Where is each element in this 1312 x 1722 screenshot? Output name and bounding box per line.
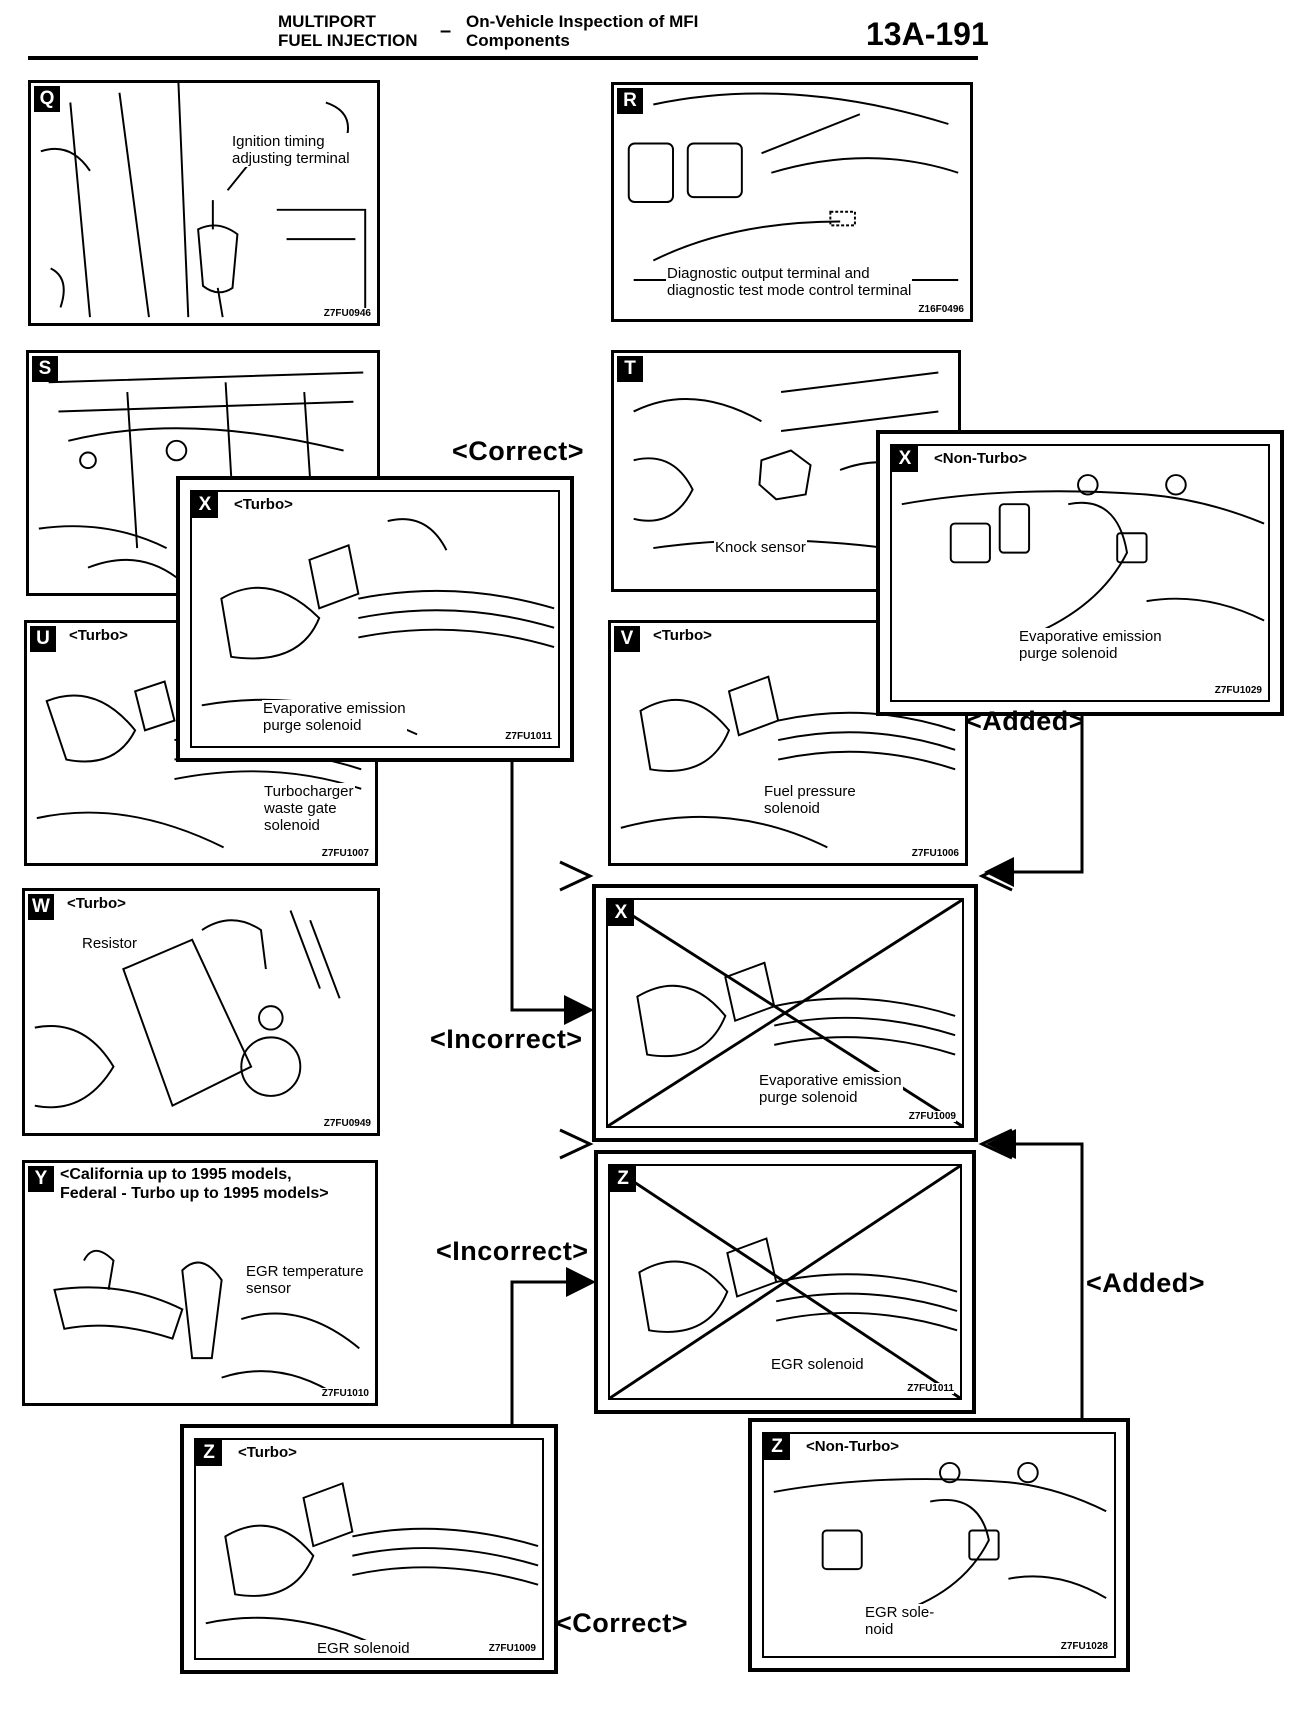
- figure-z-nonturbo-illustration: [773, 1461, 1107, 1619]
- figure-letter-z-old: Z: [610, 1166, 636, 1192]
- bracket-z-old-left: [559, 1128, 594, 1160]
- figure-x-turbo-subtitle: <Turbo>: [232, 496, 295, 513]
- figure-v-subtitle: <Turbo>: [651, 627, 714, 644]
- figure-x-turbo-code: Z7FU1011: [505, 731, 552, 742]
- figure-z-old-code: Z7FU1011: [907, 1383, 954, 1394]
- section-title-line1: MULTIPORT: [278, 12, 376, 31]
- figure-x-old-crossed: X Evaporative emission purge solenoid Z7…: [592, 884, 978, 1142]
- figure-y-title: <California up to 1995 models, Federal -…: [59, 1165, 330, 1203]
- figure-w-label: Resistor: [81, 935, 139, 952]
- figure-x-old-illustration: [608, 900, 962, 1126]
- page-title: On-Vehicle Inspection of MFI Components: [466, 12, 698, 50]
- figure-letter-z-nonturbo: Z: [764, 1434, 790, 1460]
- arrow-z-nonturbo-to-z-old: [986, 1129, 1084, 1418]
- figure-x-nonturbo-frame: X <Non-Turbo> Evaporative emission purge…: [890, 444, 1270, 702]
- figure-x-old-code: Z7FU1009: [908, 1111, 956, 1122]
- figure-w-code: Z7FU0949: [323, 1118, 371, 1129]
- callout-added-lower: <Added>: [1086, 1268, 1206, 1298]
- figure-z-old-frame: Z EGR solenoid Z7FU1011: [608, 1164, 962, 1400]
- figure-z-nonturbo-label: EGR sole- noid: [864, 1604, 936, 1638]
- figure-r-label: Diagnostic output terminal and diagnosti…: [666, 265, 913, 299]
- arrow-z-turbo-to-z-old: [510, 1267, 596, 1424]
- figure-u-code: Z7FU1007: [321, 848, 369, 859]
- figure-letter-v: V: [614, 626, 640, 652]
- callout-incorrect-1: <Incorrect>: [430, 1024, 583, 1054]
- header-rule: [28, 56, 978, 60]
- figure-q-label: Ignition timing adjusting terminal: [231, 133, 351, 167]
- figure-letter-t: T: [617, 356, 643, 382]
- figure-w-illustration: [34, 910, 341, 1109]
- figure-r-code: Z16F0496: [918, 304, 964, 315]
- figure-w-subtitle: <Turbo>: [65, 895, 128, 912]
- figure-letter-w: W: [28, 894, 54, 920]
- figure-v-code: Z7FU1006: [911, 848, 959, 859]
- figure-z-nonturbo-code: Z7FU1028: [1060, 1641, 1108, 1652]
- figure-x-turbo-frame: X <Turbo> Evaporative emission purge sol…: [190, 490, 560, 748]
- bracket-z-old-right: [978, 1128, 1013, 1160]
- figure-x-nonturbo-label: Evaporative emission purge solenoid: [1018, 628, 1163, 662]
- figure-x-nonturbo-evap-purge: X <Non-Turbo> Evaporative emission purge…: [876, 430, 1284, 716]
- figure-letter-z-turbo: Z: [196, 1440, 222, 1466]
- figure-q-ignition-timing: Q Ignition timing adjusting terminal Z7F…: [28, 80, 380, 326]
- figure-y-label: EGR temperature sensor: [245, 1263, 365, 1297]
- callout-correct-top: <Correct>: [452, 436, 585, 466]
- figure-x-nonturbo-code: Z7FU1029: [1214, 685, 1262, 696]
- figure-x-old-label: Evaporative emission purge solenoid: [758, 1072, 903, 1106]
- figure-z-old-illustration: [610, 1166, 960, 1398]
- figure-q-illustration: [40, 83, 367, 318]
- figure-letter-q: Q: [34, 86, 60, 112]
- figure-v-fuel-pressure: V <Turbo> Fuel pressure solenoid Z7FU100…: [608, 620, 968, 866]
- figure-z-turbo-egr: Z <Turbo> EGR solenoid Z7FU1009: [180, 1424, 558, 1674]
- section-title-line2: FUEL INJECTION: [278, 31, 418, 50]
- callout-incorrect-2: <Incorrect>: [436, 1236, 589, 1266]
- figure-z-turbo-code: Z7FU1009: [488, 1643, 536, 1654]
- figure-v-label: Fuel pressure solenoid: [763, 783, 857, 817]
- figure-letter-x-old: X: [608, 900, 634, 926]
- section-title: MULTIPORT FUEL INJECTION: [278, 12, 417, 50]
- header-dash: –: [440, 20, 452, 42]
- arrow-x-nonturbo-to-x-old: [984, 716, 1084, 887]
- figure-x-turbo-label: Evaporative emission purge solenoid: [262, 700, 407, 734]
- figure-z-nonturbo-frame: Z <Non-Turbo> EGR sole- noid Z7FU1028: [762, 1432, 1116, 1658]
- figure-y-illustration: [53, 1249, 360, 1398]
- figure-u-label: Turbocharger waste gate solenoid: [263, 783, 355, 834]
- figure-letter-s: S: [32, 356, 58, 382]
- figure-q-code: Z7FU0946: [323, 308, 371, 319]
- figure-x-nonturbo-illustration: [901, 474, 1265, 641]
- figure-z-nonturbo-subtitle: <Non-Turbo>: [804, 1438, 902, 1455]
- figure-x-turbo-evap-purge: X <Turbo> Evaporative emission purge sol…: [176, 476, 574, 762]
- figure-z-turbo-label: EGR solenoid: [316, 1640, 411, 1657]
- figure-r-diagnostic-terminal: R Diagnostic output terminal and diagnos…: [611, 82, 973, 322]
- figure-letter-x-turbo: X: [192, 492, 218, 518]
- figure-z-nonturbo-egr: Z <Non-Turbo> EGR sole- noid Z7FU1028: [748, 1418, 1130, 1672]
- arrow-x-turbo-to-x-old: [510, 762, 594, 1025]
- figure-y-egr-temperature: Y <California up to 1995 models, Federal…: [22, 1160, 378, 1406]
- figure-z-turbo-subtitle: <Turbo>: [236, 1444, 299, 1461]
- bracket-x-old-left: [559, 860, 594, 892]
- figure-z-old-crossed: Z EGR solenoid Z7FU1011: [594, 1150, 976, 1414]
- figure-z-turbo-illustration: [205, 1482, 539, 1654]
- figure-x-old-frame: X Evaporative emission purge solenoid Z7…: [606, 898, 964, 1128]
- figure-w-resistor: W <Turbo> Resistor Z7FU0949: [22, 888, 380, 1136]
- figure-y-code: Z7FU1010: [321, 1388, 369, 1399]
- figure-t-label: Knock sensor: [714, 539, 807, 556]
- page-title-line2: Components: [466, 31, 570, 50]
- bracket-x-old-right: [978, 860, 1013, 892]
- page-title-line1: On-Vehicle Inspection of MFI: [466, 12, 699, 31]
- callout-added-right: <Added>: [966, 706, 1086, 736]
- figure-letter-y: Y: [28, 1166, 54, 1192]
- callout-correct-bottom: <Correct>: [556, 1608, 689, 1638]
- figure-letter-r: R: [617, 88, 643, 114]
- page-number: 13A-191: [866, 16, 989, 52]
- figure-z-old-label: EGR solenoid: [770, 1356, 865, 1373]
- figure-letter-u: U: [30, 626, 56, 652]
- figure-x-nonturbo-subtitle: <Non-Turbo>: [932, 450, 1030, 467]
- figure-z-turbo-frame: Z <Turbo> EGR solenoid Z7FU1009: [194, 1438, 544, 1660]
- figure-letter-x-nonturbo: X: [892, 446, 918, 472]
- figure-u-subtitle: <Turbo>: [67, 627, 130, 644]
- figure-v-illustration: [620, 675, 956, 849]
